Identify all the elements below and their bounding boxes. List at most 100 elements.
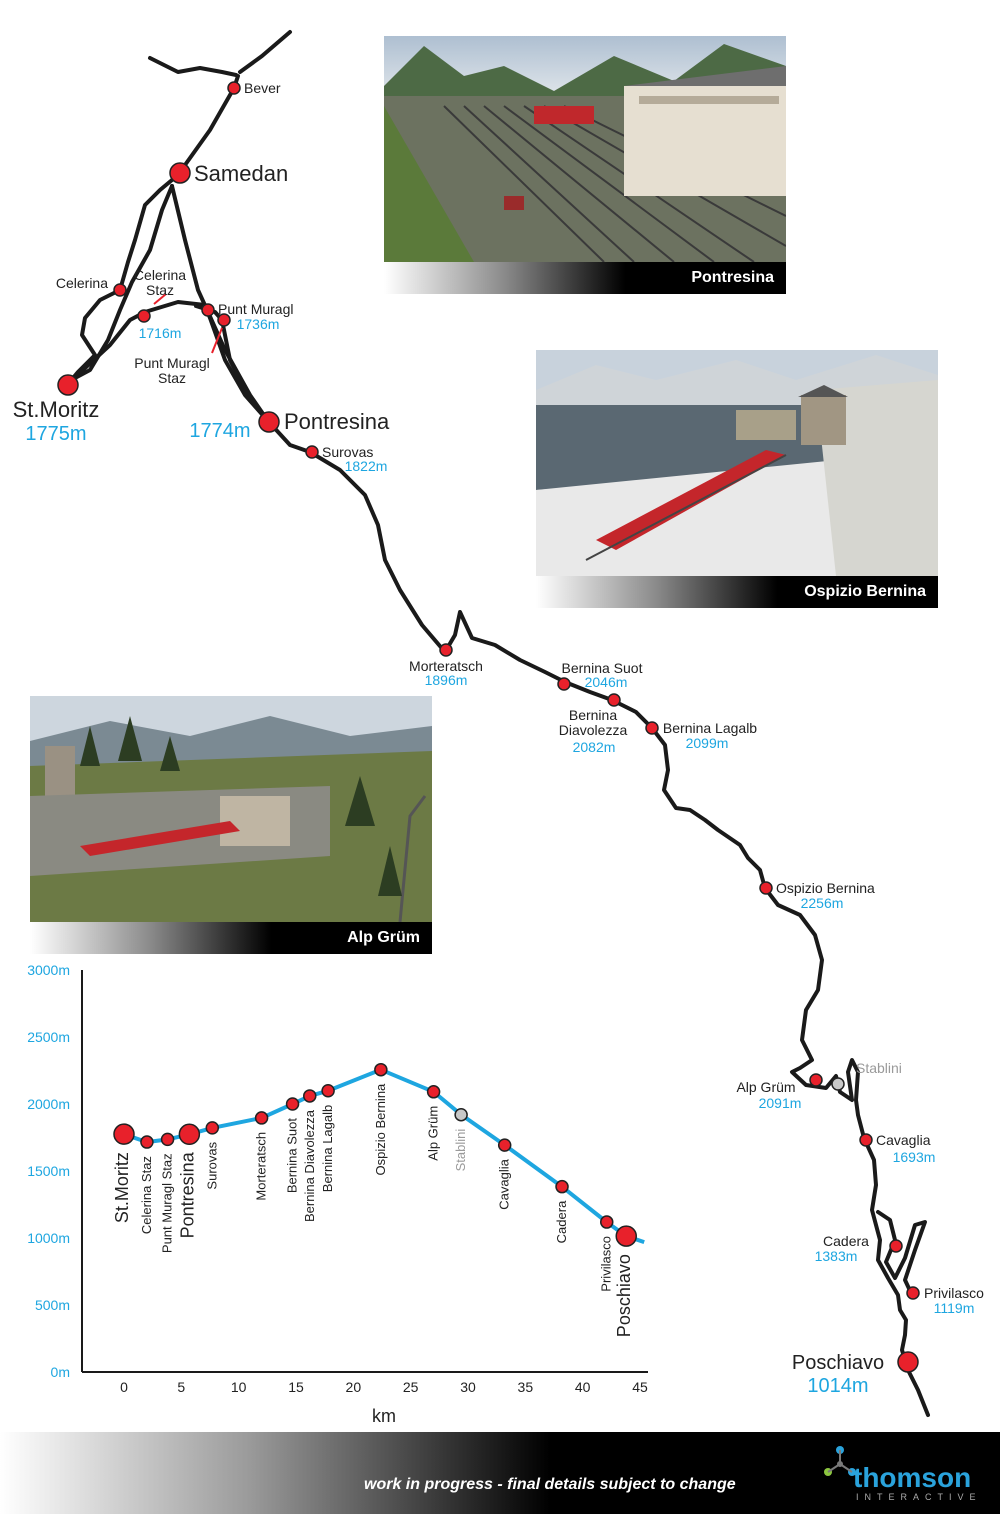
station-label-alp-grum: Alp Grüm bbox=[736, 1079, 795, 1095]
station-elevation-morteratsch: 1896m bbox=[425, 672, 468, 688]
chart-x-tick-5: 5 bbox=[177, 1379, 185, 1395]
chart-x-tick-labels: 0 5 10 15 20 25 30 35 40 45 bbox=[120, 1379, 648, 1395]
station-elevation-ospizio-bernina: 2256m bbox=[801, 895, 844, 911]
elevation-point-5 bbox=[254, 1111, 269, 1125]
elevation-point-label-2: Punt Muragl Staz bbox=[160, 1153, 175, 1253]
alp-grum-scene bbox=[30, 696, 432, 922]
station-label-stablini: Stablini bbox=[856, 1060, 902, 1076]
station-elevation-bernina-diavolezza: 2082m bbox=[573, 739, 616, 755]
station-dot-st-moritz bbox=[57, 374, 79, 396]
station-elevation-surovas: 1822m bbox=[345, 458, 388, 474]
celerina-staz-connector bbox=[153, 293, 167, 305]
elevation-point-6 bbox=[285, 1097, 300, 1111]
station-dot-surovas bbox=[305, 445, 319, 459]
label-connectors bbox=[153, 293, 223, 354]
chart-x-tick-0: 0 bbox=[120, 1379, 128, 1395]
station-label-punt-muragl: Punt Muragl bbox=[218, 301, 293, 317]
station-dot-celerina-staz bbox=[137, 309, 151, 323]
photo-alp-grum bbox=[30, 696, 432, 922]
elevation-point-4 bbox=[205, 1121, 220, 1135]
elevation-point-1 bbox=[140, 1135, 154, 1149]
elevation-point-3 bbox=[178, 1123, 201, 1146]
photo-pontresina-caption-bar: Pontresina bbox=[384, 262, 786, 294]
elevation-point-7 bbox=[303, 1089, 317, 1103]
station-dot-alp-grum bbox=[809, 1073, 823, 1087]
track-cadera-loop bbox=[876, 1210, 927, 1297]
elevation-point-label-3: Pontresina bbox=[177, 1151, 197, 1238]
station-label-samedan: Samedan bbox=[194, 161, 288, 186]
station-label-bever: Bever bbox=[244, 80, 281, 96]
footer-bar: work in progress - final details subject… bbox=[0, 1432, 1000, 1514]
station-dot-celerina bbox=[113, 283, 127, 297]
elevation-point-label-0: St.Moritz bbox=[112, 1152, 132, 1223]
chart-x-tick-40: 40 bbox=[575, 1379, 591, 1395]
elevation-point-label-1: Celerina Staz bbox=[139, 1156, 154, 1234]
station-elevation-bernina-lagalb: 2099m bbox=[686, 735, 729, 751]
chart-x-tick-35: 35 bbox=[518, 1379, 534, 1395]
station-elevation-alp-grum: 2091m bbox=[759, 1095, 802, 1111]
photo-alp-grum-caption: Alp Grüm bbox=[347, 929, 420, 946]
station-dot-privilasco bbox=[906, 1286, 920, 1300]
ospizio-scene bbox=[536, 350, 938, 576]
station-elevation-cadera: 1383m bbox=[815, 1248, 858, 1264]
station-label-pontresina: Pontresina bbox=[284, 409, 390, 434]
chart-y-tick-1000: 1000m bbox=[27, 1230, 70, 1246]
station-label-st-moritz: St.Moritz bbox=[13, 397, 100, 422]
elevation-point-label-5: Morteratsch bbox=[254, 1132, 269, 1201]
track-samedan-celerina-staz bbox=[73, 184, 174, 380]
station-label-cadera: Cadera bbox=[823, 1233, 869, 1249]
station-dot-cadera bbox=[889, 1239, 903, 1253]
chart-x-tick-45: 45 bbox=[632, 1379, 648, 1395]
photo-pontresina-caption: Pontresina bbox=[691, 269, 774, 286]
elevation-point-15 bbox=[615, 1225, 637, 1247]
station-dot-morteratsch bbox=[439, 643, 453, 657]
elevation-point-label-7: Bernina Diavolezza bbox=[302, 1109, 317, 1222]
station-dot-punt-muragl-staz bbox=[217, 313, 231, 327]
chart-x-axis-label: km bbox=[372, 1406, 396, 1426]
chart-x-tick-20: 20 bbox=[346, 1379, 362, 1395]
elevation-point-8 bbox=[321, 1083, 335, 1098]
station-dots bbox=[57, 81, 920, 1373]
photo-ospizio-bernina bbox=[536, 350, 938, 576]
station-dot-pontresina bbox=[258, 411, 280, 433]
elevation-point-label-4: Surovas bbox=[204, 1141, 219, 1189]
station-dot-samedan bbox=[169, 162, 191, 184]
pontresina-scene bbox=[384, 36, 786, 262]
station-dot-cavaglia bbox=[859, 1133, 873, 1147]
station-dot-ospizio-bernina bbox=[759, 881, 773, 895]
track-north-east bbox=[238, 30, 292, 74]
station-label-poschiavo: Poschiavo bbox=[792, 1352, 884, 1374]
station-label-celerina: Celerina bbox=[56, 275, 108, 291]
chart-y-tick-2000: 2000m bbox=[27, 1096, 70, 1112]
station-dot-stablini bbox=[831, 1077, 845, 1091]
photo-ospizio-caption-bar: Ospizio Bernina bbox=[536, 576, 938, 608]
track-samedan-celerina bbox=[66, 173, 180, 386]
elevation-point-label-9: Ospizio Bernina bbox=[373, 1083, 388, 1176]
elevation-point-14 bbox=[599, 1215, 614, 1229]
chart-x-tick-15: 15 bbox=[288, 1379, 304, 1395]
station-elevation-celerina-staz: 1716m bbox=[139, 325, 182, 341]
elevation-point-0 bbox=[113, 1123, 135, 1145]
station-dot-bever bbox=[227, 81, 241, 95]
elevation-point-10 bbox=[426, 1085, 441, 1099]
elevation-point-label-6: Bernina Suot bbox=[285, 1118, 300, 1194]
chart-y-tick-2500: 2500m bbox=[27, 1029, 70, 1045]
chart-x-tick-10: 10 bbox=[231, 1379, 247, 1395]
chart-x-tick-30: 30 bbox=[460, 1379, 476, 1395]
chart-x-tick-25: 25 bbox=[403, 1379, 419, 1395]
elevation-point-9 bbox=[374, 1062, 388, 1077]
station-elevation-bernina-suot: 2046m bbox=[585, 674, 628, 690]
station-elevation-poschiavo: 1014m bbox=[807, 1375, 868, 1397]
logo-subtitle: INTERACTIVE bbox=[856, 1492, 982, 1502]
chart-y-tick-3000: 3000m bbox=[27, 962, 70, 978]
station-dot-bernina-lagalb bbox=[645, 721, 659, 735]
station-dot-punt-muragl bbox=[201, 303, 215, 317]
elevation-point-label-8: Bernina Lagalb bbox=[320, 1105, 335, 1192]
station-elevation-punt-muragl: 1736m bbox=[237, 316, 280, 332]
